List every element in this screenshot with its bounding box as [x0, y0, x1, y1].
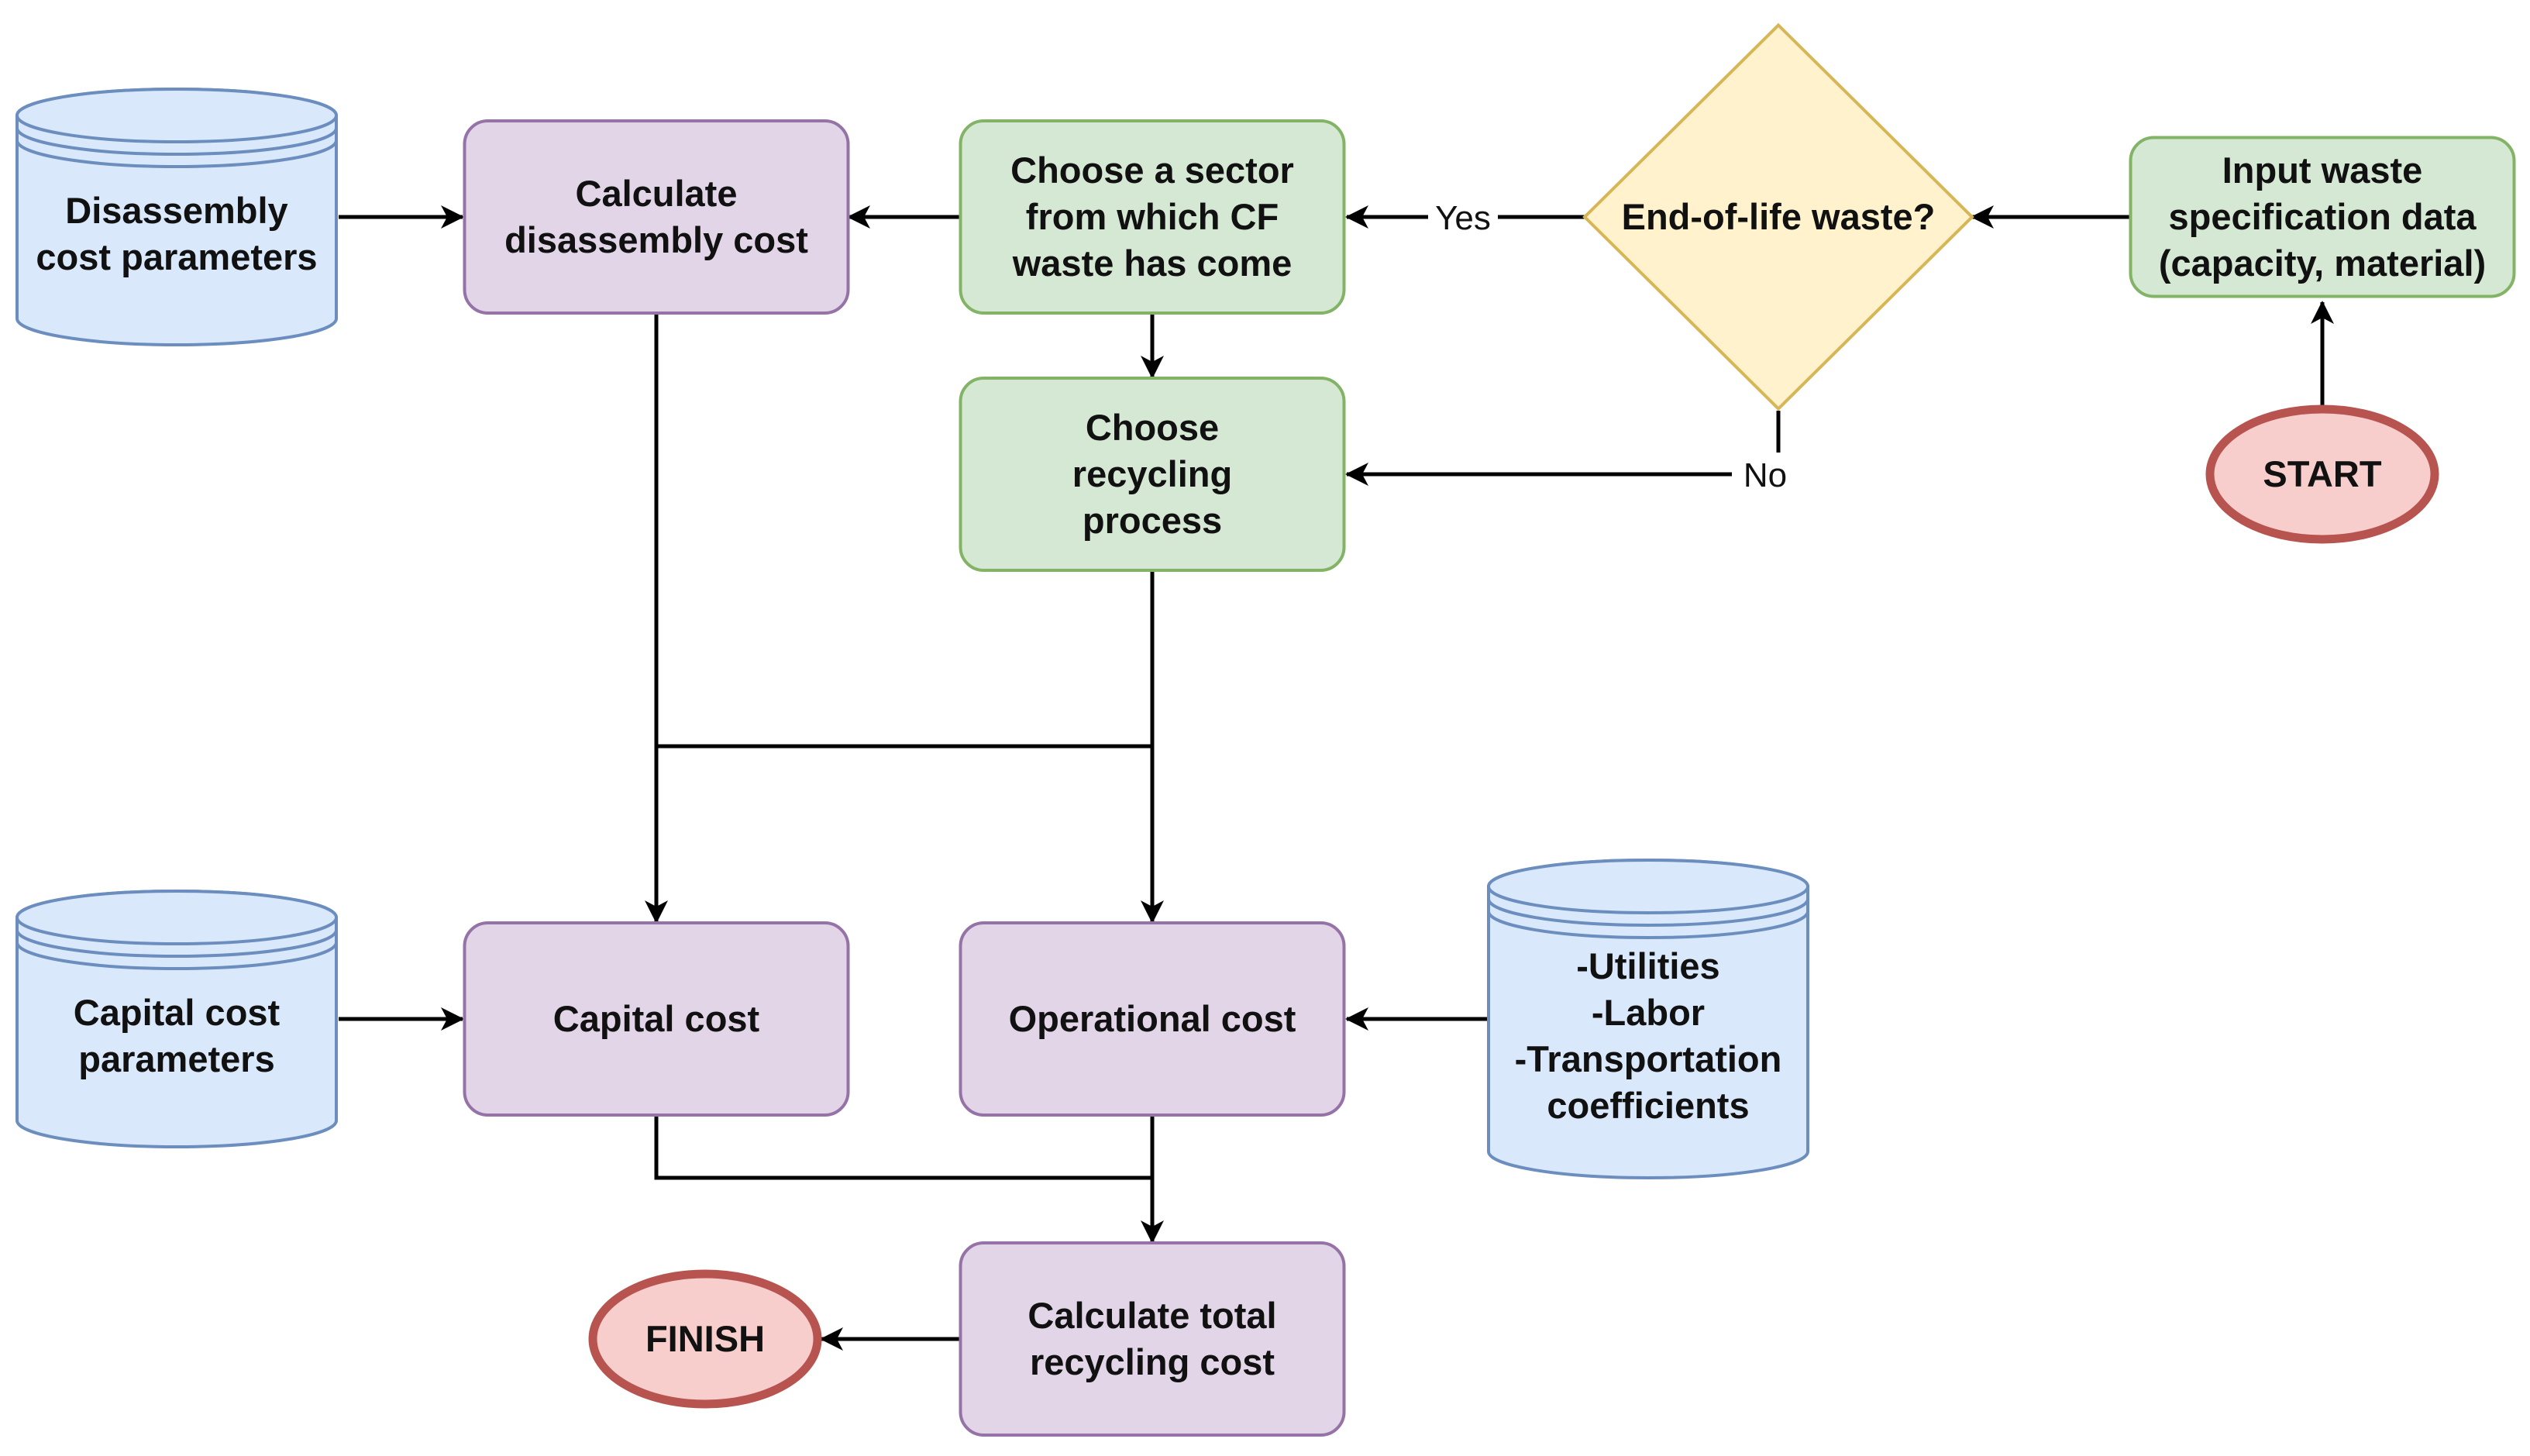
node-finish: FINISH — [588, 1269, 822, 1409]
node-label: Capital cost — [553, 998, 760, 1039]
node-label: cost parameters — [36, 236, 317, 277]
node-choose-sector: Choose a sector from which CF waste has co… — [959, 119, 1346, 315]
node-label: -Transportation — [1515, 1038, 1782, 1079]
edge-decision-no — [1345, 411, 1781, 486]
node-shape — [463, 119, 850, 315]
node-shape — [2129, 136, 2516, 298]
node-choose-recycling: Choose recycling process — [959, 377, 1346, 572]
yes-label: Yes — [1435, 199, 1491, 237]
node-total-cost: Calculate total recycling cost — [959, 1241, 1346, 1437]
node-label: Choose — [1086, 407, 1219, 448]
node-capital-params: Capital cost parameters — [15, 890, 338, 1148]
node-label: specification data — [2169, 196, 2477, 237]
node-label: FINISH — [645, 1318, 765, 1359]
node-operational-cost: Operational cost — [959, 921, 1346, 1117]
node-capital-cost: Capital cost — [463, 921, 850, 1117]
node-calc-disassembly: Calculate disassembly cost — [463, 119, 850, 315]
node-label: Calculate — [576, 173, 738, 214]
node-shape — [959, 119, 1346, 315]
node-label: Capital cost — [74, 992, 281, 1033]
node-label: (capacity, material) — [2159, 243, 2486, 284]
node-label: -Labor — [1592, 992, 1705, 1033]
terminal-ellipse — [588, 1269, 822, 1409]
node-label: Input waste — [2222, 150, 2423, 191]
node-eol-decision: End-of-life waste? — [1582, 22, 1974, 411]
node-shape — [463, 921, 850, 1117]
node-label: START — [2263, 453, 2381, 494]
node-disassembly-params: Disassembly cost parameters — [15, 88, 338, 346]
node-input-waste: Input waste specification data (capacity, … — [2129, 136, 2516, 298]
edge-capital-to-total — [654, 1116, 1152, 1180]
no-label: No — [1743, 456, 1787, 494]
node-label: recycling — [1072, 453, 1232, 494]
node-label: Operational cost — [1009, 998, 1296, 1039]
node-shape — [959, 1241, 1346, 1437]
node-label: process — [1083, 500, 1222, 541]
node-label: coefficients — [1547, 1085, 1749, 1126]
edge-label-no: No — [1732, 453, 1800, 496]
node-shape — [959, 377, 1346, 572]
node-label: disassembly cost — [504, 219, 808, 260]
node-label: Calculate total — [1027, 1295, 1276, 1336]
terminal-ellipse — [2205, 404, 2439, 544]
node-start: START — [2205, 404, 2439, 544]
node-label: Choose a sector — [1010, 150, 1294, 191]
connector-lines — [339, 205, 2334, 1351]
decision-diamond — [1582, 22, 1974, 411]
node-label: from which CF — [1026, 196, 1279, 237]
node-label: -Utilities — [1576, 945, 1719, 986]
node-label: parameters — [78, 1038, 274, 1079]
node-shape — [959, 921, 1346, 1117]
edge-label-yes: Yes — [1428, 195, 1498, 239]
node-label: recycling cost — [1030, 1341, 1275, 1382]
node-utilities-db: -Utilities -Labor -Transportation coefficie… — [1487, 859, 1809, 1179]
node-label: waste has come — [1012, 243, 1293, 284]
node-label: Disassembly — [65, 190, 287, 231]
node-label: End-of-life waste? — [1622, 196, 1936, 237]
